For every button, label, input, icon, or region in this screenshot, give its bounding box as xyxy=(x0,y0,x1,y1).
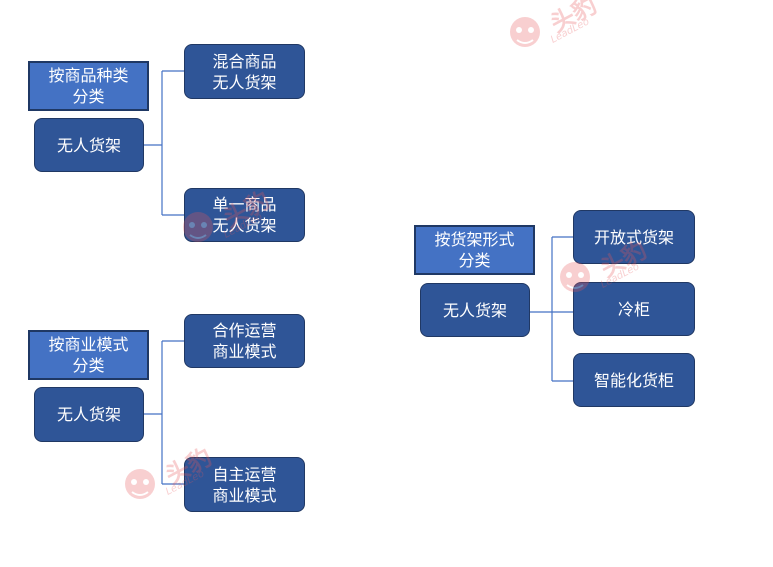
child-node-self-operation: 自主运营 商业模式 xyxy=(184,457,305,512)
child-node-cooperative-operation: 合作运营 商业模式 xyxy=(184,314,305,368)
root-node-unmanned-shelf-3: 无人货架 xyxy=(420,283,530,337)
child-node-fridge: 冷柜 xyxy=(573,282,695,336)
category-label-product-type: 按商品种类 分类 xyxy=(28,61,149,111)
root-node-unmanned-shelf-2: 无人货架 xyxy=(34,387,144,442)
category-label-business-model: 按商业模式 分类 xyxy=(28,330,149,380)
category-label-shelf-form: 按货架形式 分类 xyxy=(414,225,535,275)
child-node-open-shelf: 开放式货架 xyxy=(573,210,695,264)
child-node-smart-cabinet: 智能化货柜 xyxy=(573,353,695,407)
child-node-mixed-goods: 混合商品 无人货架 xyxy=(184,44,305,99)
root-node-unmanned-shelf-1: 无人货架 xyxy=(34,118,144,172)
child-node-single-goods: 单一商品 无人货架 xyxy=(184,188,305,242)
